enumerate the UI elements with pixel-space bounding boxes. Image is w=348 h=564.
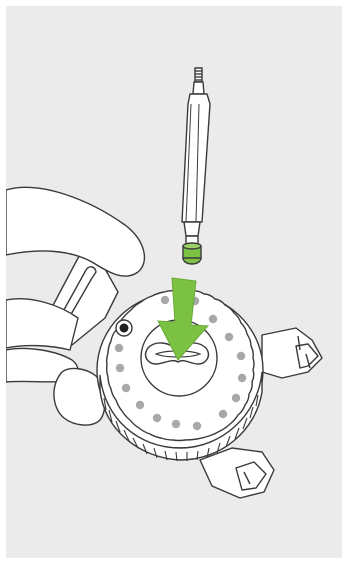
dial-hole (232, 394, 240, 402)
dial-hole (136, 401, 144, 409)
dial-hole (193, 422, 201, 430)
locator-dot (116, 320, 132, 336)
illustration-panel (6, 6, 342, 558)
dial-hole (122, 384, 130, 392)
instruction-illustration (6, 6, 342, 558)
dial-hole (225, 333, 233, 341)
attachment-arm-bottom (200, 448, 274, 498)
attachment-arm-right (262, 328, 322, 378)
dial-hole (238, 374, 246, 382)
dial-hole (237, 352, 245, 360)
dial-hole (116, 364, 124, 372)
dial-hole (172, 420, 180, 428)
dial-hole (209, 315, 217, 323)
pin-tool (182, 68, 210, 264)
dial-hole (153, 414, 161, 422)
dial-hole (115, 344, 123, 352)
dial-hole (161, 296, 169, 304)
dial-hole (219, 410, 227, 418)
